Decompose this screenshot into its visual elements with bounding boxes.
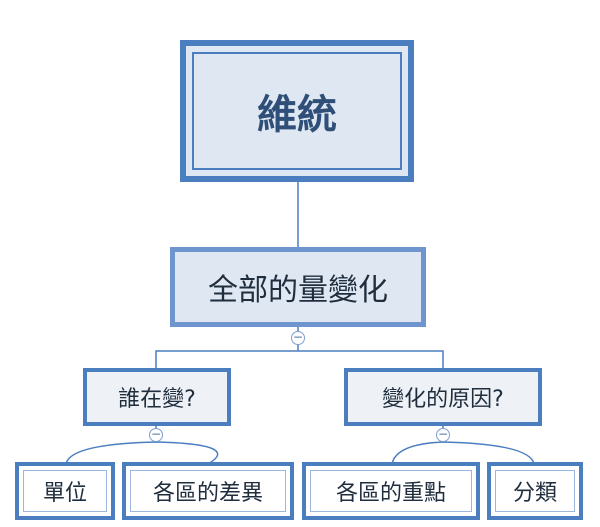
root-node-label: 維統 — [257, 92, 337, 138]
leaf-node-label: 分類 — [512, 481, 557, 506]
leaf-node-label: 各區的重點 — [335, 481, 446, 506]
collapse-branch-right-icon[interactable]: − — [436, 427, 450, 442]
main-topic-label: 全部的量變化 — [208, 273, 388, 308]
branch-node-label: 誰在變? — [118, 387, 196, 412]
main-topic-node[interactable]: 全部的量變化 — [170, 247, 426, 327]
main-to-branches-line — [155, 350, 444, 371]
leaf-node-region-focus[interactable]: 各區的重點 — [302, 462, 480, 520]
leaf-node-region-differences[interactable]: 各區的差異 — [122, 462, 294, 520]
leaf-node-label: 單位 — [42, 481, 87, 506]
branch-node-who-changes[interactable]: 誰在變? — [83, 368, 231, 426]
leaf-node-unit[interactable]: 單位 — [15, 462, 115, 520]
branch-right-to-children-line — [391, 441, 535, 465]
root-node[interactable]: 維統 — [180, 40, 414, 182]
leaf-node-label: 各區的差異 — [152, 481, 263, 506]
collapse-branch-left-icon[interactable]: − — [149, 427, 163, 442]
collapse-main-icon[interactable]: − — [291, 330, 305, 345]
branch-left-to-children-line — [65, 441, 219, 465]
branch-node-label: 變化的原因? — [382, 387, 504, 412]
leaf-node-classification[interactable]: 分類 — [487, 462, 583, 520]
branch-node-change-reasons[interactable]: 變化的原因? — [344, 368, 542, 426]
